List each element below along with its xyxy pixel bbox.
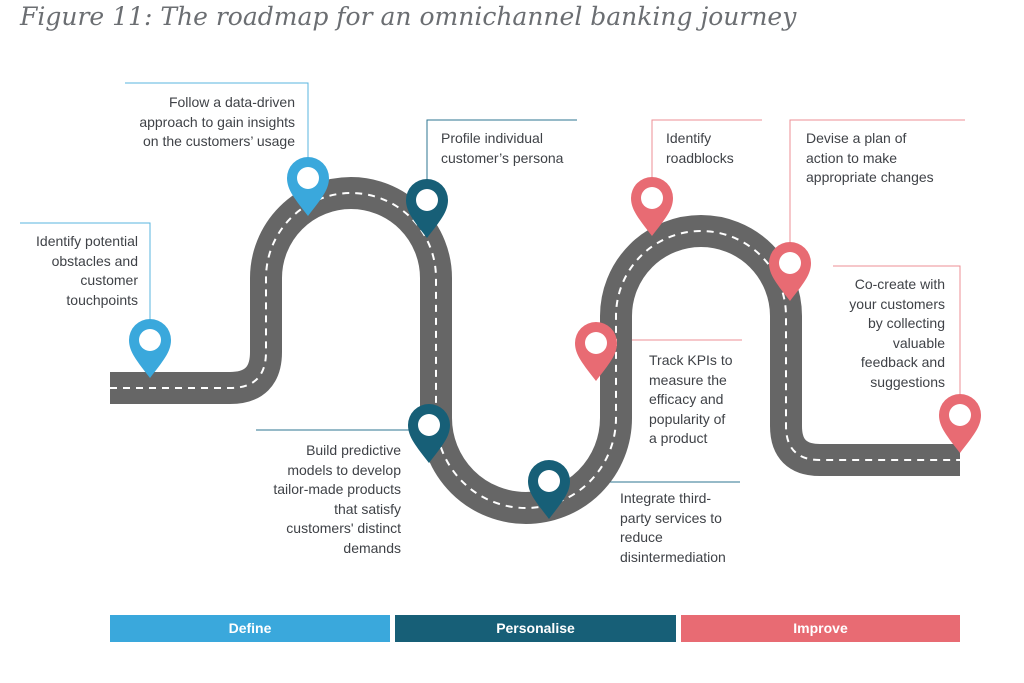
pin-step-6: [575, 322, 617, 381]
pin-step-2: [287, 157, 329, 216]
phase-bar-improve: Improve: [681, 615, 960, 642]
pin-step-8: [769, 242, 811, 301]
step-7-label: Identify roadblocks: [666, 130, 734, 166]
step-3-label: Profile individual customer’s persona: [441, 130, 564, 166]
step-4-label: Build predictive models to develop tailo…: [273, 442, 401, 556]
phase-bar-personalise: Personalise: [395, 615, 676, 642]
pin-step-1: [129, 319, 171, 378]
step-1-label: Identify potential obstacles and custome…: [36, 233, 138, 308]
pin-step-7: [631, 177, 673, 236]
connector-step-3: [426, 119, 577, 180]
phase-bar-define: Define: [110, 615, 390, 642]
figure-title: Figure 11: The roadmap for an omnichanne…: [20, 2, 797, 31]
step-9-label: Co-create with your customers by collect…: [849, 276, 945, 390]
connector-lines: [20, 82, 965, 488]
pin-step-3: [406, 179, 448, 238]
pin-step-4: [408, 404, 450, 463]
connector-step-9: [833, 265, 961, 398]
pin-step-9: [939, 394, 981, 453]
step-2-label: Follow a data-driven approach to gain in…: [139, 94, 295, 149]
connector-step-2: [125, 82, 309, 158]
step-5-label: Integrate third- party services to reduc…: [620, 490, 726, 565]
connector-step-1: [20, 222, 151, 328]
connector-step-8: [789, 119, 965, 243]
connector-step-7: [651, 119, 762, 180]
step-8-label: Devise a plan of action to make appropri…: [806, 130, 934, 185]
pin-step-5: [528, 460, 570, 519]
road-center-line: [110, 192, 960, 509]
step-6-label: Track KPIs to measure the efficacy and p…: [649, 352, 733, 446]
